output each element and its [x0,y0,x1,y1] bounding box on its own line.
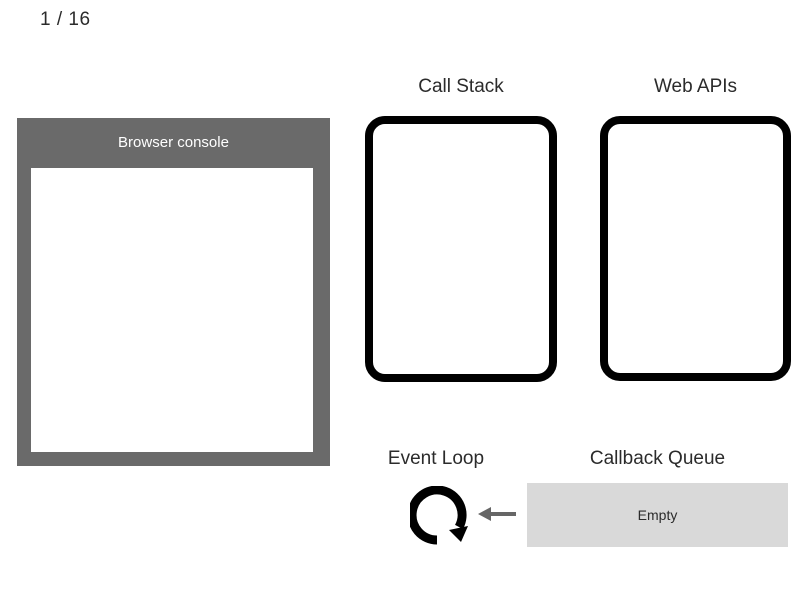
callback-queue-title: Callback Queue [589,448,726,469]
web-apis-contents [608,124,783,373]
call-stack-contents [373,124,549,374]
callback-queue-box: Empty [527,483,788,547]
web-apis-title: Web APIs [653,76,738,97]
browser-console-output [31,168,313,452]
circular-arrow-icon [407,485,468,546]
browser-console-title: Browser console [118,134,229,151]
slide-counter: 1 / 16 [40,9,91,30]
event-loop-title: Event Loop [387,448,485,469]
callback-queue-state: Empty [637,507,678,523]
call-stack-box [365,116,557,382]
arrow-left-icon [478,503,516,525]
browser-console-panel: Browser console [17,118,330,466]
web-apis-box [600,116,791,381]
call-stack-title: Call Stack [418,76,504,97]
